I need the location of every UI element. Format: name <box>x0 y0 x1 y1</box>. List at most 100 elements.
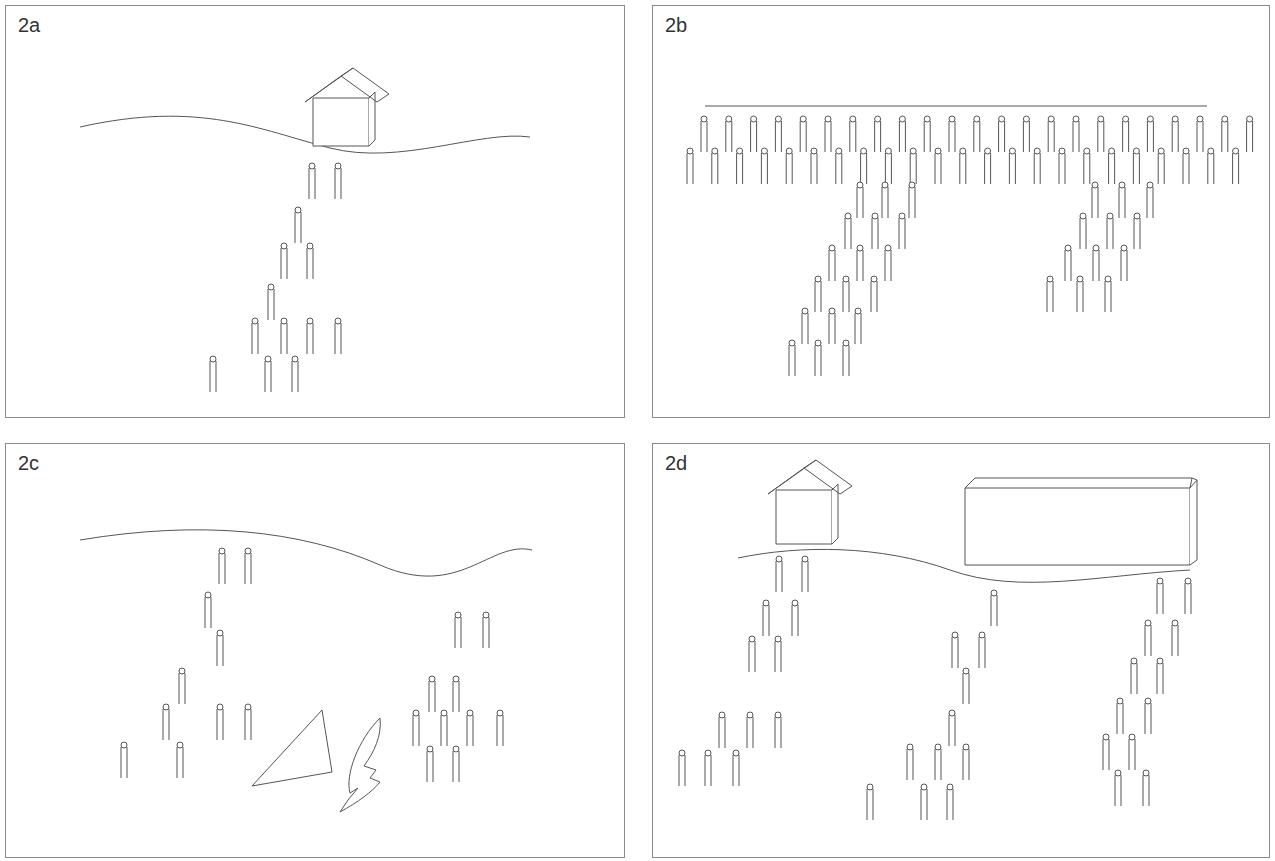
post-top <box>295 207 301 213</box>
post <box>429 676 435 712</box>
post-top <box>836 148 842 154</box>
post-side <box>217 709 218 740</box>
post-top <box>1115 770 1121 776</box>
post-side <box>739 755 740 786</box>
post-top <box>751 116 757 122</box>
post <box>1093 245 1099 281</box>
post <box>907 744 913 780</box>
post <box>1117 698 1123 734</box>
post-side <box>455 617 456 648</box>
post-side <box>863 250 864 281</box>
post-side <box>891 153 892 184</box>
post-side <box>271 361 272 392</box>
post-top <box>875 116 881 122</box>
post <box>802 556 808 592</box>
post-side <box>792 605 793 636</box>
post-side <box>1145 625 1146 656</box>
post-side <box>843 345 844 376</box>
post-side <box>815 345 816 376</box>
post-side <box>1115 775 1116 806</box>
post-top <box>307 318 313 324</box>
house-wall <box>776 490 832 544</box>
post-side <box>1083 153 1084 184</box>
post <box>1023 116 1029 152</box>
post-side <box>219 553 220 584</box>
post-side <box>1015 153 1016 184</box>
post-side <box>169 709 170 740</box>
post-side <box>1139 153 1140 184</box>
post-side <box>821 281 822 312</box>
post-side <box>1077 281 1078 312</box>
post-side <box>313 248 314 279</box>
post-side <box>927 789 928 820</box>
post-top <box>1103 734 1109 740</box>
post-side <box>335 168 336 199</box>
post <box>811 148 817 184</box>
post-side <box>885 153 886 184</box>
post-side <box>245 709 246 740</box>
post-side <box>873 789 874 820</box>
post-side <box>725 717 726 748</box>
post <box>1121 245 1127 281</box>
post <box>1092 182 1098 218</box>
post-side <box>747 717 748 748</box>
post-top <box>210 356 216 362</box>
post-top <box>453 676 459 682</box>
post-side <box>1153 121 1154 152</box>
post <box>1131 658 1137 694</box>
post <box>467 710 473 746</box>
post-side <box>163 709 164 740</box>
post-side <box>687 153 688 184</box>
post-side <box>1131 663 1132 694</box>
post-side <box>429 681 430 712</box>
post-side <box>223 709 224 740</box>
post <box>857 245 863 281</box>
post-top <box>786 148 792 154</box>
house-roof <box>341 68 389 102</box>
post <box>843 276 849 312</box>
post <box>205 592 211 628</box>
post-side <box>831 121 832 152</box>
post-top <box>775 116 781 122</box>
post-side <box>857 250 858 281</box>
figure-panel: 2a <box>5 5 625 418</box>
post-top <box>1059 148 1065 154</box>
post-top <box>761 148 767 154</box>
post <box>1133 148 1139 184</box>
post-side <box>955 715 956 746</box>
post-side <box>127 747 128 778</box>
post <box>705 750 711 786</box>
post <box>1077 276 1083 312</box>
post-group <box>867 590 997 820</box>
post-side <box>419 715 420 746</box>
post-side <box>769 605 770 636</box>
post-top <box>747 712 753 718</box>
post <box>737 148 743 184</box>
post-side <box>1122 121 1123 152</box>
post-side <box>990 153 991 184</box>
post-top <box>843 276 849 282</box>
post-top <box>1107 213 1113 219</box>
post <box>1107 213 1113 249</box>
figure-panel: 2d <box>652 443 1270 858</box>
post-side <box>1163 663 1164 694</box>
post-top <box>855 308 861 314</box>
post-side <box>849 281 850 312</box>
sail <box>252 710 332 786</box>
post <box>825 116 831 152</box>
post <box>1098 116 1104 152</box>
post <box>899 213 905 249</box>
post <box>861 148 867 184</box>
post-side <box>861 313 862 344</box>
post <box>413 710 419 746</box>
post <box>453 676 459 712</box>
post-top <box>800 116 806 122</box>
post-side <box>763 605 764 636</box>
post <box>761 148 767 184</box>
post <box>829 245 835 281</box>
post <box>441 710 447 746</box>
post-side <box>817 153 818 184</box>
post-side <box>921 789 922 820</box>
post <box>935 148 941 184</box>
post-side <box>857 187 858 218</box>
